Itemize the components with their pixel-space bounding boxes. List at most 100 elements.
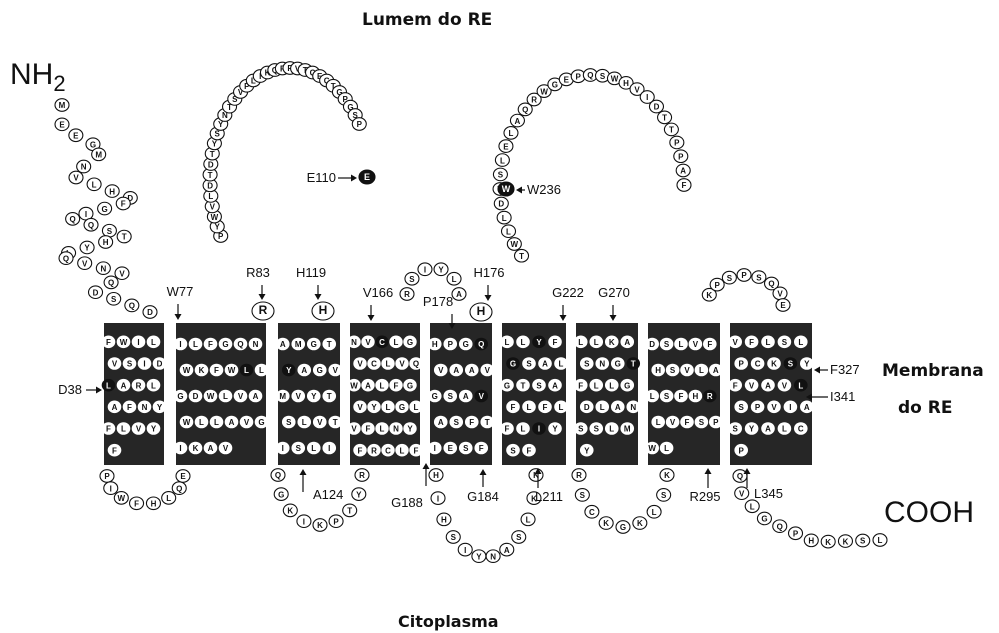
residue: F	[409, 444, 422, 457]
residue-letter: F	[127, 403, 132, 412]
residue: L	[381, 401, 394, 414]
residue: V	[778, 379, 792, 392]
residue: F	[108, 444, 122, 457]
membrane-label-line2: do RE	[898, 398, 952, 418]
residue: L	[516, 336, 530, 349]
residue-letter: F	[106, 425, 111, 434]
residue: P	[709, 416, 723, 429]
residue: P	[352, 118, 366, 131]
residue: Y	[548, 422, 562, 435]
residue-letter: Q	[129, 302, 135, 311]
residue: S	[666, 364, 680, 377]
residue-label: W77	[167, 284, 194, 299]
residue-letter: E	[448, 444, 454, 453]
residue-letter: F	[469, 418, 474, 427]
residue-letter: C	[589, 508, 595, 517]
residue-letter: Q	[587, 71, 593, 80]
residue: Q	[733, 470, 747, 483]
residue-letter: L	[679, 340, 684, 349]
residue-letter: P	[739, 446, 745, 455]
residue: F	[522, 444, 536, 457]
arrow-head	[315, 294, 322, 300]
residue: F	[500, 422, 514, 435]
residue: V	[735, 487, 749, 500]
residue: F	[102, 336, 116, 349]
residue-letter: H	[655, 366, 661, 375]
residue: L	[375, 422, 388, 435]
n-terminus-subscript: 2	[53, 71, 65, 96]
residue: W	[204, 390, 218, 403]
residue-letter: Y	[584, 446, 590, 455]
residue-label: V166	[363, 285, 393, 300]
residue: S	[443, 390, 457, 403]
residue-letter: V	[782, 381, 788, 390]
residue: F	[548, 336, 562, 349]
residue: F	[130, 497, 144, 510]
residue-letter: S	[756, 273, 762, 282]
residue-letter: F	[358, 446, 363, 455]
residue-letter: S	[584, 360, 590, 369]
residue-letter: L	[509, 129, 514, 138]
residue: Q	[474, 338, 488, 351]
residue: E	[55, 118, 69, 131]
residue-letter: L	[223, 392, 228, 401]
residue-letter: L	[609, 425, 614, 434]
residue: S	[459, 442, 473, 455]
residue: Y	[580, 444, 594, 457]
residue-letter: F	[214, 366, 219, 375]
residue-letter: S	[510, 446, 516, 455]
residue-letter: I	[303, 517, 305, 526]
residue-letter: A	[804, 403, 810, 412]
residue: F	[506, 401, 520, 414]
residue-letter: N	[490, 552, 496, 561]
residue-letter: P	[104, 472, 110, 481]
residue: V	[291, 390, 305, 403]
residue: Q	[84, 218, 98, 231]
residue-letter: F	[112, 446, 117, 455]
residue: K	[313, 519, 327, 532]
residue-letter: Q	[70, 215, 76, 224]
residue: M	[291, 338, 305, 351]
residue-letter: G	[504, 381, 510, 390]
residue-letter: S	[661, 491, 667, 500]
residue-letter: A	[552, 381, 558, 390]
residue: S	[778, 336, 792, 349]
residue-letter: K	[843, 537, 849, 546]
residue: V	[767, 401, 781, 414]
residue: G	[459, 338, 473, 351]
residue-letter: D	[93, 288, 99, 297]
residue-letter: W	[350, 381, 358, 390]
residue-label: R295	[689, 489, 720, 504]
residue-letter: H	[433, 471, 439, 480]
residue: G	[98, 202, 112, 215]
residue-letter: V	[210, 203, 216, 212]
residue-letter: I	[464, 546, 466, 555]
residue: L	[660, 442, 674, 455]
residue: S	[580, 357, 594, 370]
residue-letter: A	[463, 392, 469, 401]
residue-letter: C	[371, 360, 377, 369]
residue-letter: A	[453, 366, 459, 375]
residue: L	[389, 336, 402, 349]
residue-letter: V	[357, 403, 363, 412]
residue-letter: A	[229, 418, 235, 427]
residue-letter: N	[599, 360, 605, 369]
residue: N	[486, 550, 500, 563]
residue: A	[452, 288, 466, 301]
residue-letter: Y	[157, 403, 163, 412]
residue: L	[504, 127, 518, 140]
residue-letter: L	[151, 338, 156, 347]
residue-letter: L	[559, 403, 564, 412]
residue-letter: T	[631, 360, 636, 369]
residue-letter: L	[166, 494, 171, 503]
residue: H	[437, 513, 451, 526]
residue: S	[506, 444, 520, 457]
residue-letter: A	[456, 290, 462, 299]
residue-letter: A	[253, 392, 259, 401]
residue-letter: W	[502, 184, 511, 194]
residue-letter: L	[502, 214, 507, 223]
residue-letter: A	[680, 167, 686, 176]
residue: S	[752, 271, 766, 284]
residue-letter: F	[679, 392, 684, 401]
residue-letter: Y	[151, 425, 157, 434]
